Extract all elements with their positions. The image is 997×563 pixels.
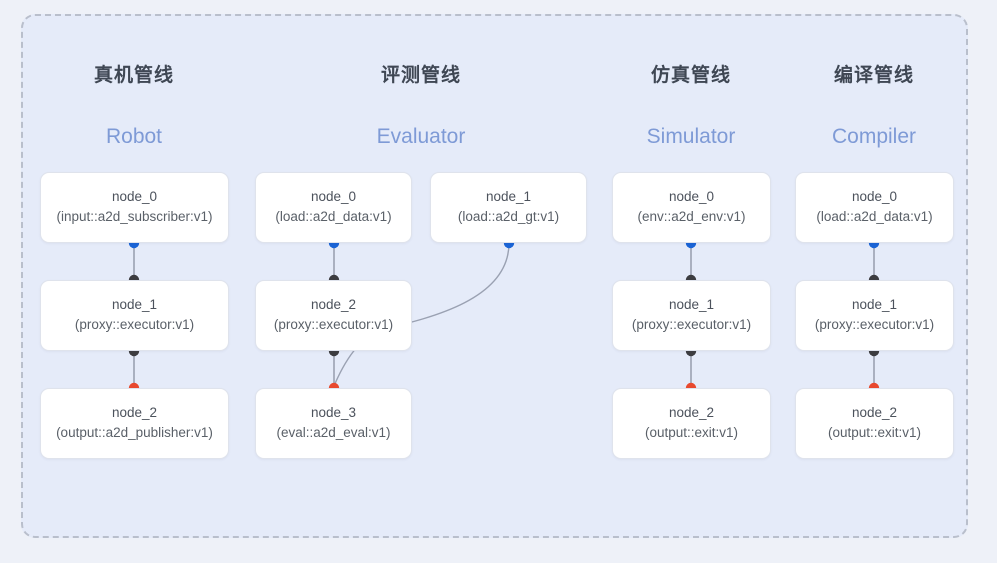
node-id-label: node_1	[485, 189, 532, 205]
node-id-label: node_1	[668, 297, 715, 313]
pipeline-node[interactable]: node_2(proxy::executor:v1)	[255, 280, 412, 351]
node-type-label: (input::a2d_subscriber:v1)	[56, 209, 213, 224]
node-id-label: node_2	[851, 405, 898, 421]
pipeline-node[interactable]: node_1(proxy::executor:v1)	[40, 280, 229, 351]
column-title-en: Simulator	[646, 125, 736, 148]
node-type-label: (load::a2d_gt:v1)	[457, 209, 560, 224]
node-type-label: (output::a2d_publisher:v1)	[56, 425, 213, 440]
node-id-label: node_2	[668, 405, 715, 421]
column-title-en: Robot	[105, 125, 163, 148]
node-id-label: node_0	[851, 189, 898, 205]
pipeline-node[interactable]: node_2(output::exit:v1)	[612, 388, 771, 459]
column-title-cn: 仿真管线	[650, 65, 731, 86]
pipeline-node[interactable]: node_0(input::a2d_subscriber:v1)	[40, 172, 229, 243]
column-title-en: Evaluator	[376, 125, 466, 148]
column-title-cn: 真机管线	[93, 65, 174, 86]
pipeline-node[interactable]: node_2(output::exit:v1)	[795, 388, 954, 459]
pipeline-node[interactable]: node_3(eval::a2d_eval:v1)	[255, 388, 412, 459]
pipeline-node[interactable]: node_1(proxy::executor:v1)	[612, 280, 771, 351]
node-id-label: node_0	[111, 189, 158, 205]
node-id-label: node_2	[310, 297, 357, 313]
column-title-cn: 编译管线	[833, 65, 914, 86]
node-type-label: (output::exit:v1)	[644, 425, 739, 440]
node-id-label: node_0	[310, 189, 357, 205]
node-type-label: (load::a2d_data:v1)	[816, 209, 933, 224]
node-id-label: node_3	[310, 405, 357, 421]
node-id-label: node_2	[111, 405, 158, 421]
node-id-label: node_0	[668, 189, 715, 205]
node-id-label: node_1	[111, 297, 158, 313]
node-type-label: (output::exit:v1)	[827, 425, 922, 440]
pipeline-node[interactable]: node_1(load::a2d_gt:v1)	[430, 172, 587, 243]
node-type-label: (proxy::executor:v1)	[273, 317, 394, 332]
pipeline-node[interactable]: node_0(load::a2d_data:v1)	[795, 172, 954, 243]
pipeline-node[interactable]: node_2(output::a2d_publisher:v1)	[40, 388, 229, 459]
column-title-cn: 评测管线	[380, 65, 461, 86]
pipeline-node[interactable]: node_0(env::a2d_env:v1)	[612, 172, 771, 243]
node-type-label: (load::a2d_data:v1)	[275, 209, 392, 224]
node-type-label: (proxy::executor:v1)	[74, 317, 195, 332]
node-type-label: (env::a2d_env:v1)	[637, 209, 746, 224]
node-type-label: (proxy::executor:v1)	[631, 317, 752, 332]
column-title-en: Compiler	[831, 125, 917, 148]
pipeline-node[interactable]: node_0(load::a2d_data:v1)	[255, 172, 412, 243]
node-id-label: node_1	[851, 297, 898, 313]
node-type-label: (proxy::executor:v1)	[814, 317, 935, 332]
pipeline-node[interactable]: node_1(proxy::executor:v1)	[795, 280, 954, 351]
node-type-label: (eval::a2d_eval:v1)	[276, 425, 391, 440]
